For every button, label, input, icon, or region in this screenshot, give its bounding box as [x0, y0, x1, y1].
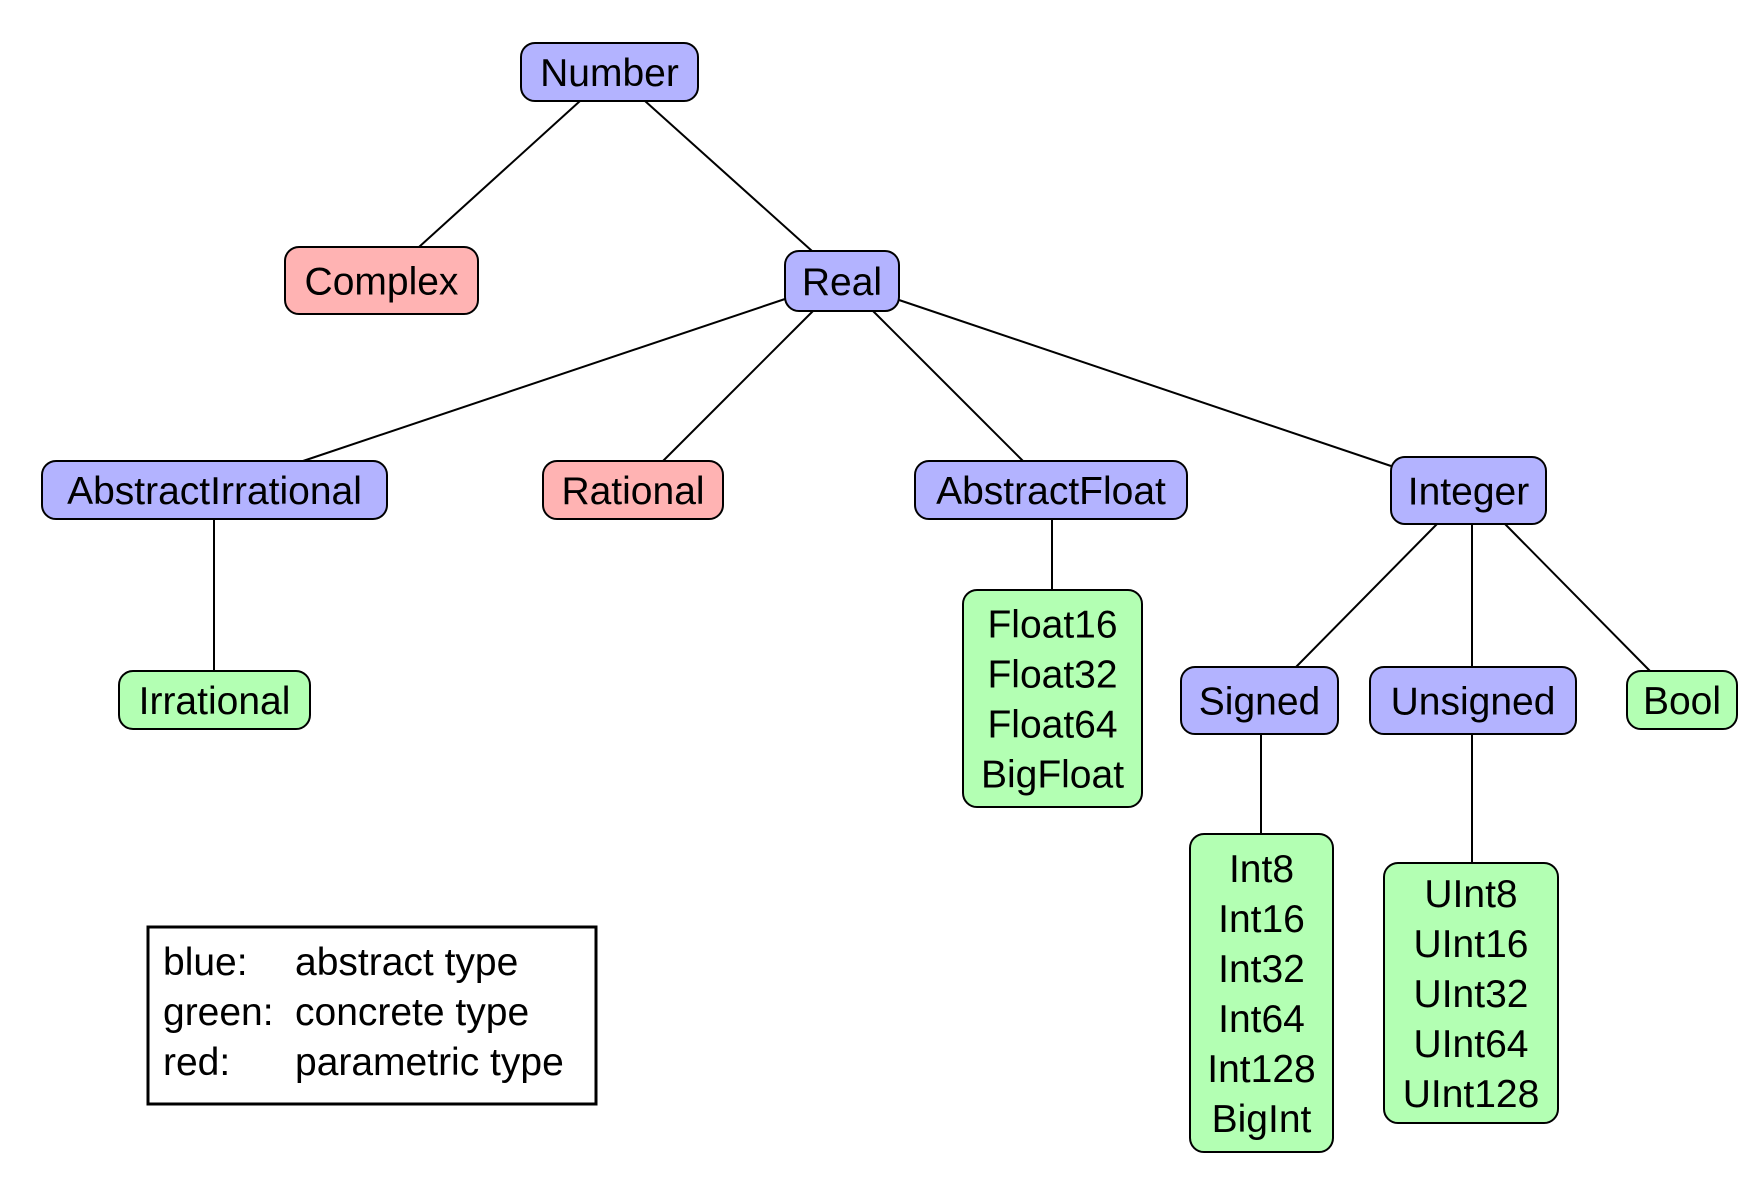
node-label-integer: Integer — [1408, 471, 1529, 514]
node-label-number: Number — [540, 52, 679, 95]
legend-key-abstract: blue: — [163, 941, 248, 984]
edges-layer — [213, 100, 1651, 863]
legend-value-abstract: abstract type — [295, 941, 518, 984]
node-label-abstract-irrational: AbstractIrrational — [67, 470, 362, 513]
node-complex: Complex — [284, 246, 479, 315]
node-rational: Rational — [542, 460, 724, 520]
node-bool: Bool — [1626, 670, 1738, 730]
node-label-signed-ints: Int128 — [1207, 1048, 1315, 1091]
node-box-rational — [542, 460, 724, 520]
node-signed: Signed — [1180, 666, 1339, 735]
node-real: Real — [784, 250, 900, 312]
node-label-signed-ints: Int32 — [1218, 948, 1305, 991]
node-box-real — [784, 250, 900, 312]
node-box-signed — [1180, 666, 1339, 735]
node-label-complex: Complex — [305, 261, 459, 304]
legend-key-parametric: red: — [163, 1041, 230, 1084]
node-label-signed-ints: Int64 — [1218, 998, 1305, 1041]
node-integer: Integer — [1390, 456, 1547, 525]
node-box-irrational — [118, 670, 311, 730]
edge-real-to-integer — [898, 299, 1392, 467]
legend-value-concrete: concrete type — [295, 991, 529, 1034]
node-label-signed: Signed — [1199, 681, 1320, 724]
legend-key-concrete: green: — [163, 991, 274, 1034]
node-label-irrational: Irrational — [139, 680, 291, 723]
node-label-signed-ints: Int8 — [1229, 848, 1294, 891]
edge-real-to-rational — [662, 310, 814, 462]
node-box-bool — [1626, 670, 1738, 730]
node-label-floats: Float16 — [987, 604, 1117, 647]
node-abstract-float: AbstractFloat — [914, 460, 1188, 520]
node-irrational: Irrational — [118, 670, 311, 730]
node-label-floats: Float64 — [987, 704, 1117, 747]
node-label-bool: Bool — [1643, 680, 1721, 723]
edge-number-to-real — [644, 100, 813, 252]
node-box-signed-ints — [1189, 833, 1334, 1153]
node-label-real: Real — [802, 261, 882, 304]
node-box-unsigned — [1369, 666, 1577, 735]
node-label-unsigned: Unsigned — [1391, 681, 1556, 724]
node-unsigned: Unsigned — [1369, 666, 1577, 735]
legend-box: blue: abstract type green: concrete type… — [146, 925, 598, 1106]
node-label-abstract-float: AbstractFloat — [936, 470, 1166, 513]
edge-real-to-abstract-float — [872, 310, 1024, 462]
node-abstract-irrational: AbstractIrrational — [41, 460, 388, 520]
node-box-number — [520, 42, 699, 102]
node-box-abstract-float — [914, 460, 1188, 520]
node-box-unsigned-ints — [1383, 862, 1559, 1124]
node-box-abstract-irrational — [41, 460, 388, 520]
edge-real-to-abstract-irrational — [302, 298, 786, 462]
node-label-signed-ints: BigInt — [1212, 1098, 1312, 1141]
node-box-complex — [284, 246, 479, 315]
legend-value-parametric: parametric type — [295, 1041, 564, 1084]
node-label-rational: Rational — [561, 470, 704, 513]
node-label-unsigned-ints: UInt128 — [1403, 1073, 1540, 1116]
node-number: Number — [520, 42, 699, 102]
node-label-signed-ints: Int16 — [1218, 898, 1305, 941]
edge-integer-to-bool — [1504, 523, 1651, 672]
node-label-unsigned-ints: UInt64 — [1414, 1023, 1529, 1066]
node-label-floats: Float32 — [987, 654, 1117, 697]
legend-frame — [146, 925, 598, 1106]
node-label-floats: BigFloat — [981, 754, 1124, 797]
node-box-integer — [1390, 456, 1547, 525]
node-label-unsigned-ints: UInt16 — [1414, 923, 1529, 966]
node-label-unsigned-ints: UInt8 — [1424, 873, 1517, 916]
node-box-floats — [962, 589, 1143, 808]
edge-number-to-complex — [418, 100, 581, 248]
edge-integer-to-signed — [1295, 523, 1438, 668]
node-label-unsigned-ints: UInt32 — [1414, 973, 1529, 1016]
